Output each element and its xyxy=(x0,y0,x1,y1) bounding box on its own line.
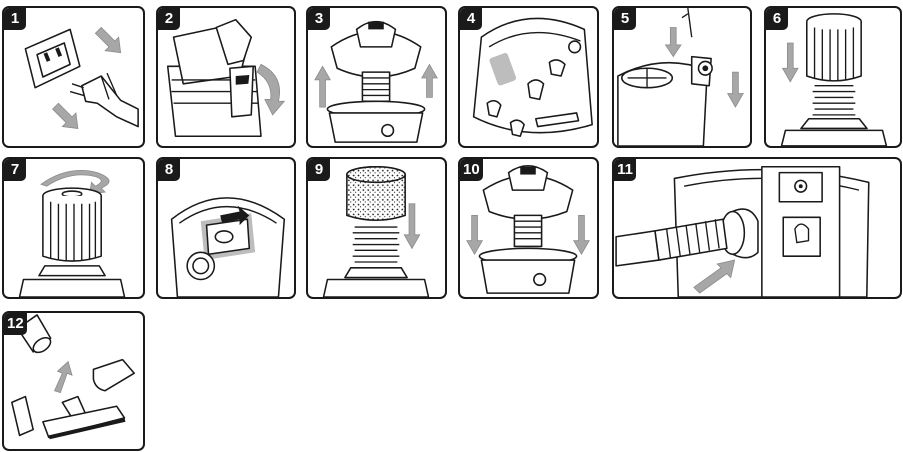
step-5-badge: 5 xyxy=(614,8,636,30)
step-12-panel: 12 xyxy=(2,311,145,451)
install-float-illustration xyxy=(614,8,750,146)
step-7-badge: 7 xyxy=(4,159,26,181)
step-11-panel: 11 xyxy=(612,157,902,299)
step-6-panel: 6 xyxy=(764,6,902,148)
step-8-panel: 8 xyxy=(156,157,296,299)
step-3-badge: 3 xyxy=(308,8,330,30)
step-5-panel: 5 xyxy=(612,6,752,148)
tighten-filter-illustration xyxy=(4,159,143,297)
step-8-badge: 8 xyxy=(158,159,180,181)
step-10-badge: 10 xyxy=(460,159,483,181)
install-bag-illustration xyxy=(158,159,294,297)
latch-release-illustration xyxy=(158,8,294,146)
lift-powerhead-illustration xyxy=(308,8,445,146)
step-7-panel: 7 xyxy=(2,157,145,299)
step-9-panel: 9 xyxy=(306,157,447,299)
step-3-panel: 3 xyxy=(306,6,447,148)
step-6-badge: 6 xyxy=(766,8,788,30)
step-9-badge: 9 xyxy=(308,159,330,181)
remove-accessories-illustration xyxy=(460,8,597,146)
outlet-plug-illustration xyxy=(4,8,143,146)
step-4-badge: 4 xyxy=(460,8,482,30)
step-2-badge: 2 xyxy=(158,8,180,30)
install-foam-sleeve-illustration xyxy=(308,159,445,297)
step-11-badge: 11 xyxy=(614,159,636,181)
step-10-panel: 10 xyxy=(458,157,599,299)
connect-hose-illustration xyxy=(614,159,900,297)
step-4-panel: 4 xyxy=(458,6,599,148)
step-1-panel: 1 xyxy=(2,6,145,148)
step-2-panel: 2 xyxy=(156,6,296,148)
step-12-badge: 12 xyxy=(4,313,27,335)
step-1-badge: 1 xyxy=(4,8,26,30)
